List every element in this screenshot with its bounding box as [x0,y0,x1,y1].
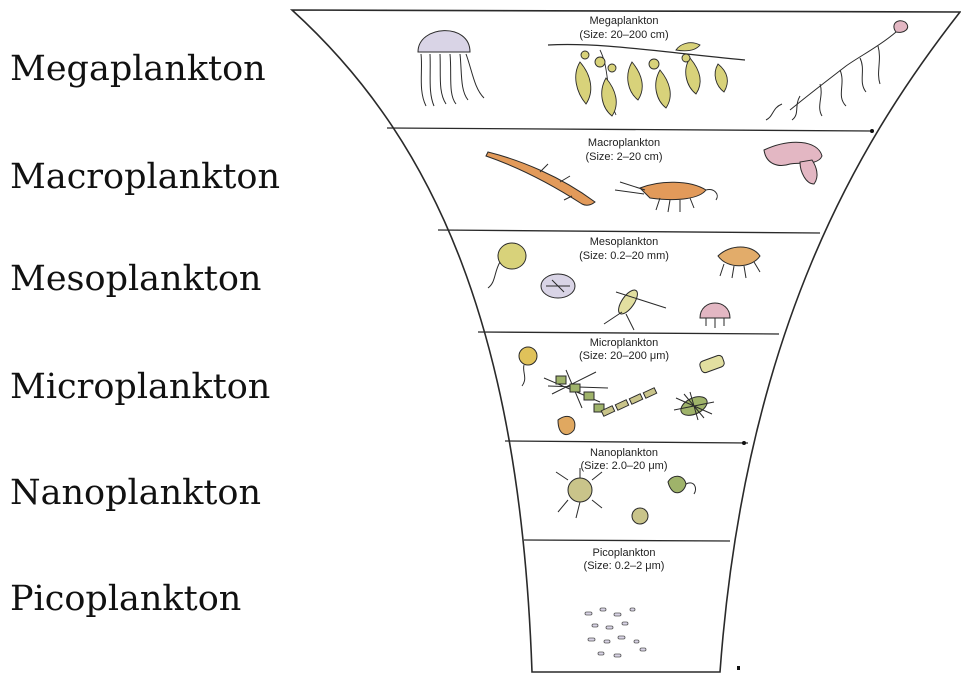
tier-title-nanoplankton: Nanoplankton [590,447,658,459]
tier-size-megaplankton: (Size: 20–200 cm) [579,29,668,41]
tier-title-mesoplankton: Mesoplankton [590,236,659,248]
tier-size-picoplankton: (Size: 0.2–2 μm) [584,560,665,572]
tier-title-picoplankton: Picoplankton [593,547,656,559]
tier-size-macroplankton: (Size: 2–20 cm) [585,151,662,163]
tier-title-macroplankton: Macroplankton [588,137,660,149]
tier-title-microplankton: Microplankton [590,337,658,349]
tier-size-nanoplankton: (Size: 2.0–20 μm) [580,460,667,472]
tintinnid-illustration [558,416,575,434]
tier-size-mesoplankton: (Size: 0.2–20 mm) [579,250,669,262]
small-cell-illustration [632,508,648,524]
tier-size-microplankton: (Size: 20–200 μm) [579,350,669,362]
ostracod-illustration [541,274,575,298]
tier-title-megaplankton: Megaplankton [589,15,658,27]
